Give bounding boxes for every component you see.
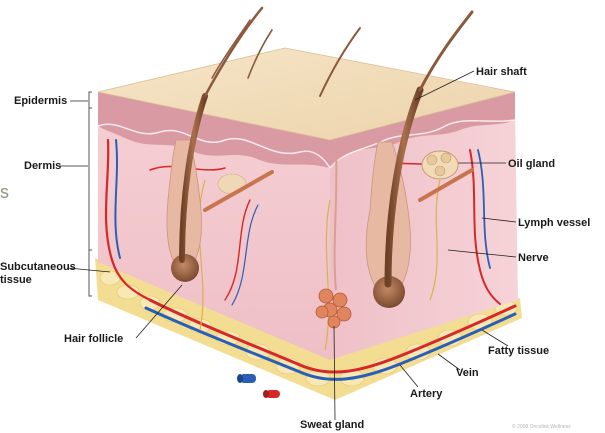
watermark: © 2008 Oncolink Wellness — [512, 423, 571, 430]
label-nerve: Nerve — [518, 252, 549, 264]
label-dermis: Dermis — [24, 160, 61, 172]
label-vein: Vein — [456, 367, 479, 379]
vessel-ends — [237, 374, 280, 398]
label-hair-shaft: Hair shaft — [476, 66, 527, 78]
label-sweat-gland: Sweat gland — [300, 419, 364, 431]
label-artery: Artery — [410, 388, 443, 400]
label-oil-gland: Oil gland — [508, 158, 555, 170]
label-fatty-tissue: Fatty tissue — [488, 345, 549, 357]
left-edge-fragment: s — [0, 182, 9, 202]
label-subcutaneous-line1: Subcutaneous — [0, 261, 76, 273]
layer-brackets — [89, 92, 92, 296]
label-epidermis: Epidermis — [14, 95, 67, 107]
label-hair-follicle: Hair follicle — [64, 333, 123, 345]
label-lymph-vessel: Lymph vessel — [518, 217, 590, 229]
label-subcutaneous-line2: tissue — [0, 274, 32, 286]
